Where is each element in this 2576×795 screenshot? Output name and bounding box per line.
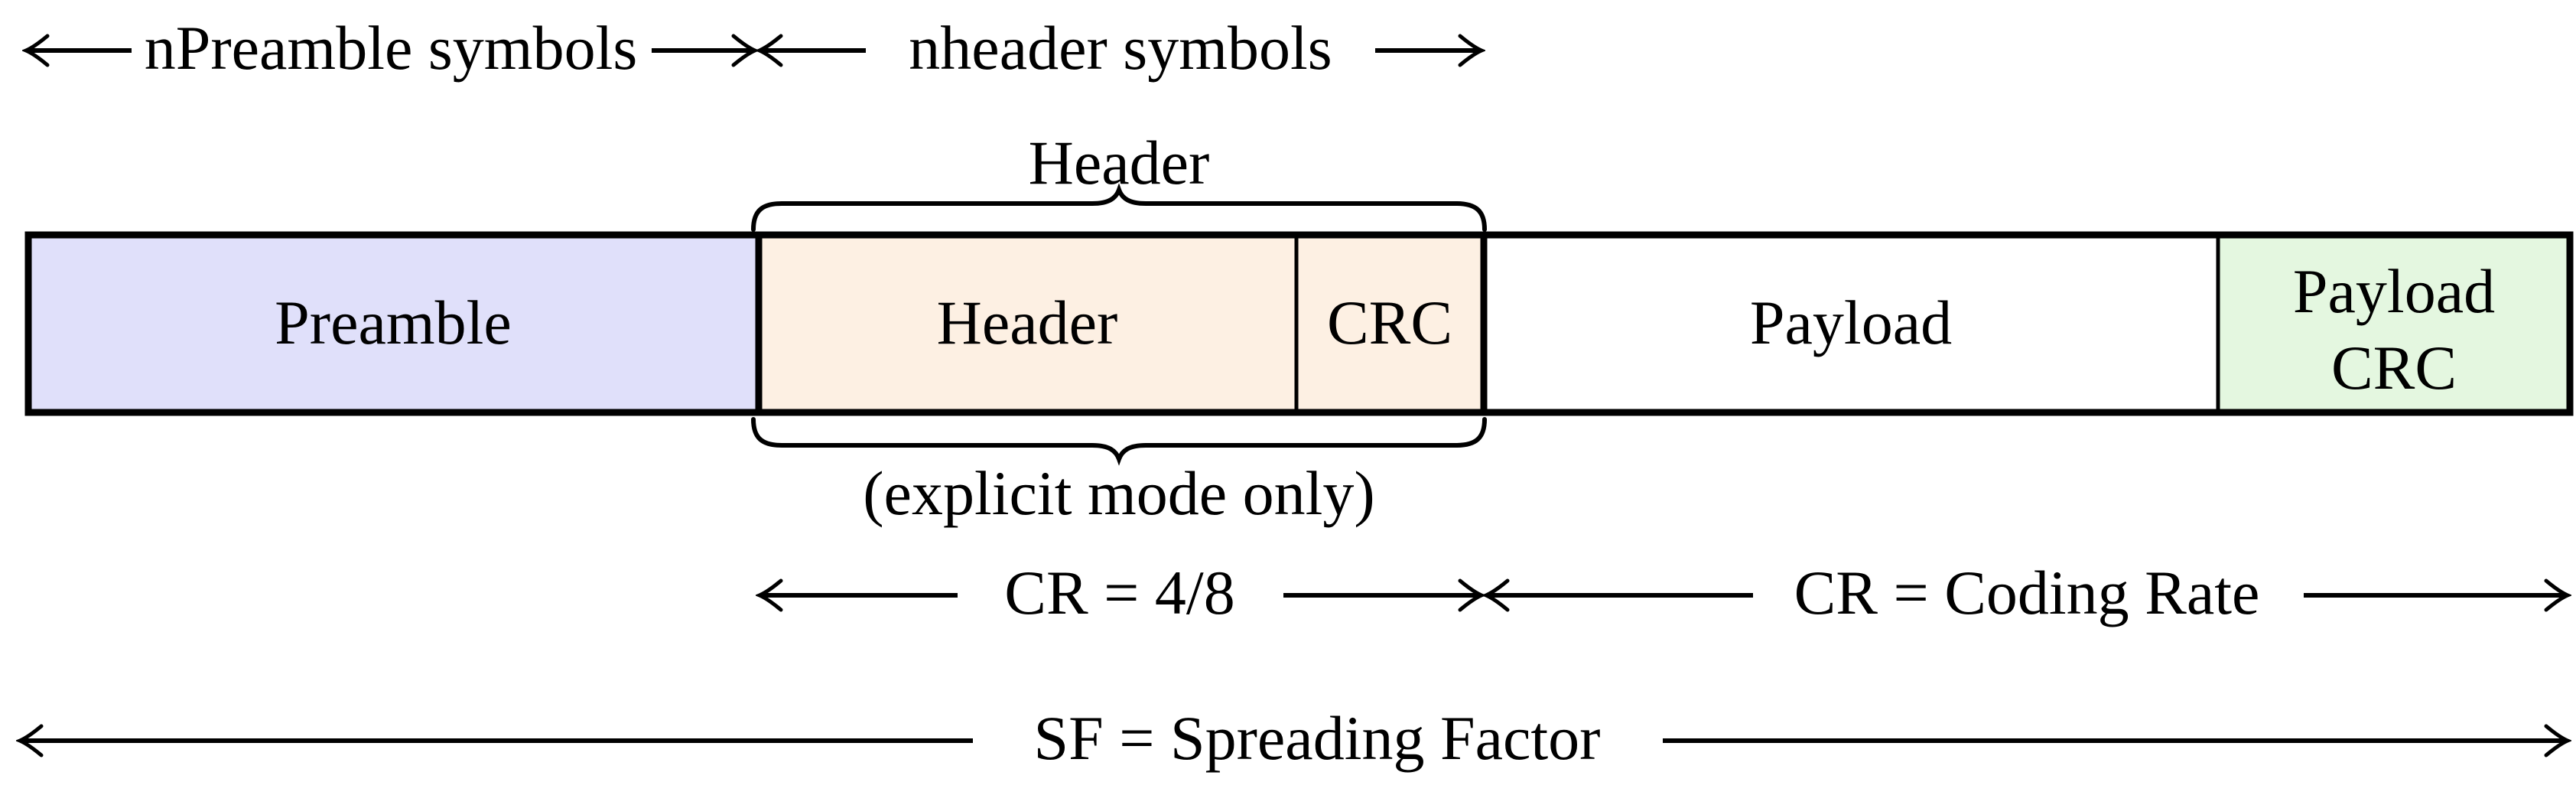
sf-arrow: SF = Spreading Factor	[21, 703, 2567, 773]
sf-arrow-label: SF = Spreading Factor	[1034, 703, 1601, 773]
header-over-brace	[751, 183, 1487, 232]
npreamble-arrow-label: nPreamble symbols	[145, 13, 638, 83]
cr-arrow-coding-rate: CR = Coding Rate	[1487, 558, 2567, 627]
top-arrow-npreamble: nPreamble symbols	[27, 13, 754, 83]
box-payload-fill	[1484, 235, 2218, 412]
box-header-fill	[759, 235, 1296, 412]
box-header-label: Header	[937, 288, 1118, 357]
cr-arrow-48: CR = 4/8	[760, 558, 1481, 627]
box-crc-label: CRC	[1327, 288, 1452, 357]
box-payload-crc-label-line1: Payload	[2293, 256, 2495, 326]
box-crc-fill	[1296, 235, 1484, 412]
cr48-arrow-label: CR = 4/8	[1004, 558, 1234, 627]
top-arrow-nheader: nheader symbols	[760, 13, 1481, 83]
nheader-arrow-label: nheader symbols	[909, 13, 1332, 83]
packet-boxes: Preamble Header CRC Payload Payload CRC	[24, 231, 2574, 416]
box-payload-crc-label-line2: CRC	[2331, 333, 2457, 402]
box-payload-label: Payload	[1750, 288, 1952, 357]
header-under-brace	[751, 417, 1487, 466]
box-payload-crc-fill	[2218, 235, 2570, 412]
explicit-mode-note: (explicit mode only)	[863, 458, 1375, 528]
box-preamble-fill	[28, 235, 759, 412]
box-payload-crc-label: Payload CRC	[2293, 256, 2495, 402]
packet-outer-border	[24, 231, 2574, 416]
crrate-arrow-label: CR = Coding Rate	[1794, 558, 2260, 627]
box-preamble-label: Preamble	[275, 288, 512, 357]
